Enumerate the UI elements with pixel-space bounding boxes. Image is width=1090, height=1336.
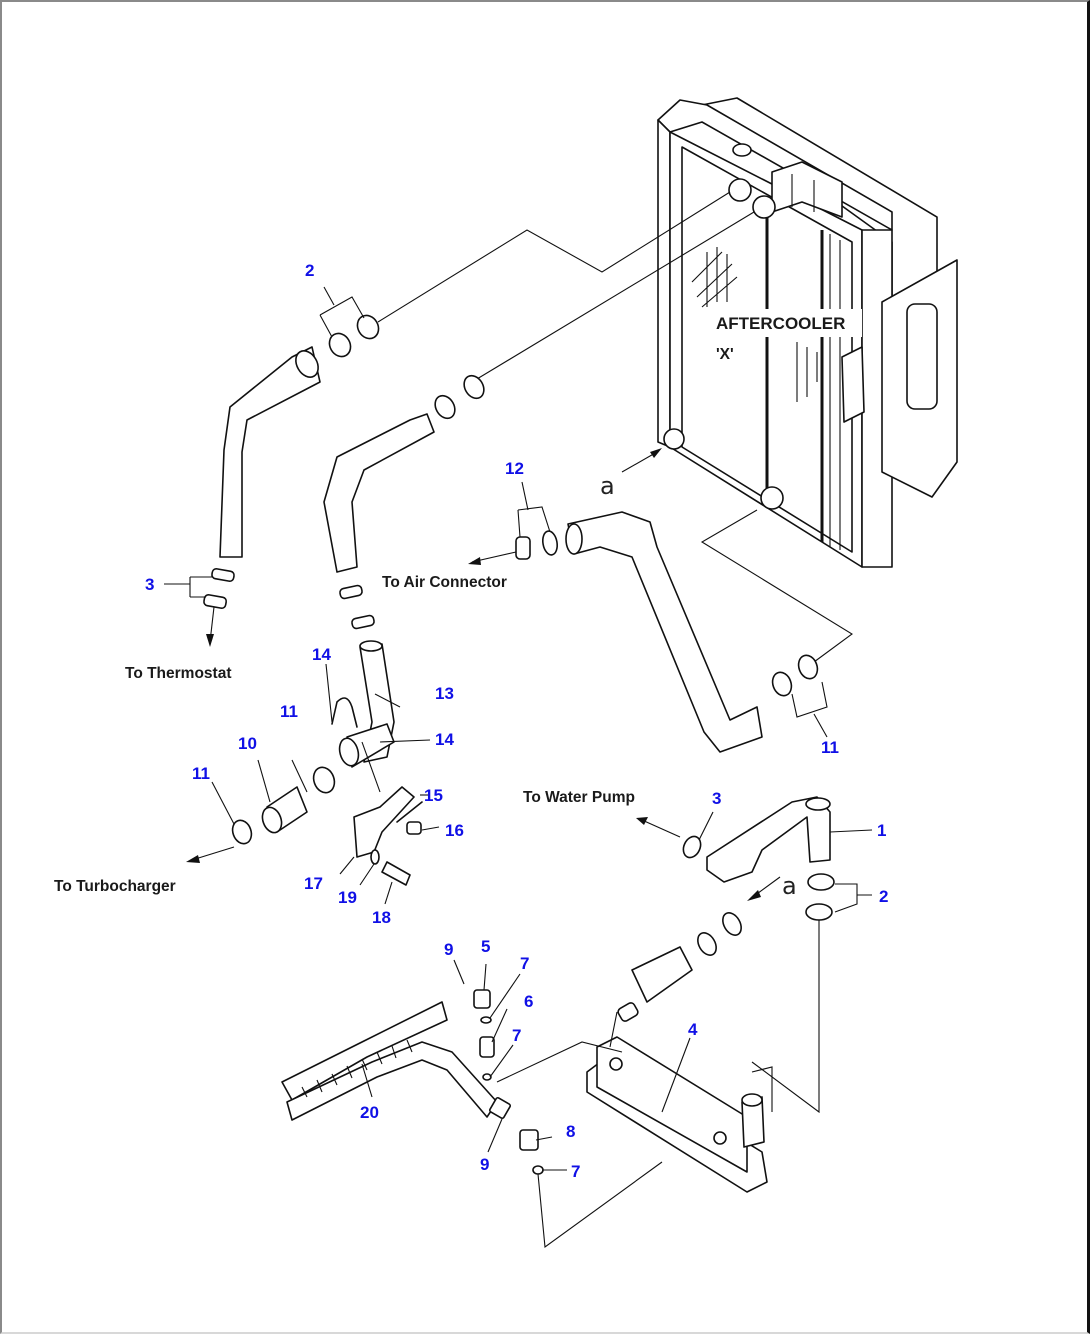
aftercooler-sub-label: 'X' [716, 346, 734, 363]
callout-7-a: 7 [520, 954, 529, 973]
callout-11-right: 11 [821, 738, 839, 757]
oil-cooler-group [281, 989, 773, 1249]
callout-2-right: 2 [879, 887, 888, 906]
callout-4: 4 [688, 1020, 698, 1039]
callout-15: 15 [424, 786, 443, 805]
callout-3-right: 3 [712, 789, 721, 808]
callout-7-b: 7 [512, 1026, 521, 1045]
callout-numbers: 2 3 12 14 13 14 11 10 11 15 16 17 19 18 … [145, 261, 888, 1181]
callout-3-left: 3 [145, 575, 154, 594]
callout-18: 18 [372, 908, 391, 927]
callout-8: 8 [566, 1122, 575, 1141]
label-to-air-connector: To Air Connector [382, 574, 507, 591]
callout-17: 17 [304, 874, 323, 893]
callout-14-lower: 14 [435, 730, 454, 749]
callout-14-upper: 14 [312, 645, 331, 664]
air-connector-group: a [468, 448, 853, 753]
turbo-pipe-group [186, 640, 423, 886]
label-to-turbocharger: To Turbocharger [54, 878, 176, 895]
reference-mark-a-lower: a [782, 872, 797, 900]
callout-10: 10 [238, 734, 257, 753]
aftercooler-label: AFTERCOOLER [716, 314, 845, 333]
callout-16: 16 [445, 821, 464, 840]
callout-11-mid: 11 [280, 702, 298, 721]
callout-9-top: 9 [444, 940, 453, 959]
callout-5: 5 [481, 937, 490, 956]
aftercooler-assembly: AFTERCOOLER 'X' [657, 97, 958, 568]
callout-12: 12 [505, 459, 524, 478]
callout-20: 20 [360, 1103, 379, 1122]
water-pump-group: a [617, 796, 872, 1114]
label-to-water-pump: To Water Pump [523, 789, 635, 806]
callout-7-c: 7 [571, 1162, 580, 1181]
callout-13: 13 [435, 684, 454, 703]
callout-1: 1 [877, 821, 886, 840]
callout-leaders [211, 663, 873, 1171]
callout-9-bottom: 9 [480, 1155, 489, 1174]
callout-19: 19 [338, 888, 357, 907]
label-to-thermostat: To Thermostat [125, 665, 232, 682]
callout-2-top: 2 [305, 261, 314, 280]
callout-11-left: 11 [192, 764, 210, 783]
reference-mark-a-upper: a [600, 472, 615, 500]
callout-6: 6 [524, 992, 533, 1011]
upper-hoses [164, 191, 755, 647]
